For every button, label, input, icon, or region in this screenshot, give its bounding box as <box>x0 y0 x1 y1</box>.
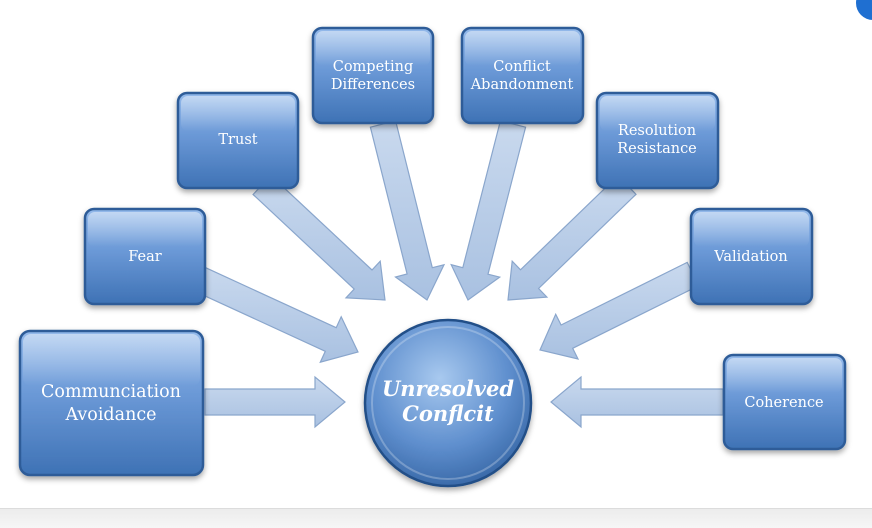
box-label-abandonment: Abandonment <box>470 77 574 93</box>
box-label-resolution: Resolution <box>618 123 696 139</box>
arrow-fear <box>190 265 359 364</box>
box-label-resistance: Resistance <box>617 141 697 157</box>
bottom-bar <box>0 508 872 528</box>
box-label-conflict: Conflict <box>493 59 551 75</box>
box-label-coherence: Coherence <box>744 395 823 411</box>
box-conflict-abandonment: Conflict Abandonment <box>460 26 585 125</box>
center-node: Unresolved Conflcit <box>363 318 533 488</box>
box-label-fear: Fear <box>128 249 161 265</box>
box-validation: Validation <box>689 207 814 306</box>
box-competing-differences: Competing Differences <box>311 26 435 125</box>
box-label-differences: Differences <box>331 77 415 93</box>
arrow-validation <box>539 261 700 360</box>
box-label-validation: Validation <box>713 249 788 265</box>
box-label-competing: Competing <box>333 59 414 75</box>
arrow-coherence <box>550 375 724 429</box>
box-coherence: Coherence <box>722 353 847 451</box>
corner-badge <box>856 0 872 20</box>
arrow-competing-differences <box>369 120 446 301</box>
center-label-line-2: Conflcit <box>402 401 494 426</box>
box-fear: Fear <box>83 207 207 306</box>
arrow-resolution-resistance <box>507 174 637 301</box>
arrow-communciation-avoidance <box>204 375 346 429</box>
center-label-line-1: Unresolved <box>382 376 514 401</box>
box-resolution-resistance: Resolution Resistance <box>595 91 720 190</box>
box-label-avoidance: Avoidance <box>64 405 156 425</box>
box-communciation-avoidance: Communciation Avoidance <box>18 329 205 477</box>
arrows-layer <box>190 120 724 429</box>
arrow-trust <box>252 174 386 301</box>
box-label-trust: Trust <box>218 132 257 148</box>
box-trust: Trust <box>176 91 300 190</box>
arrow-conflict-abandonment <box>450 120 527 301</box>
box-label-communciation: Communciation <box>41 382 181 402</box>
